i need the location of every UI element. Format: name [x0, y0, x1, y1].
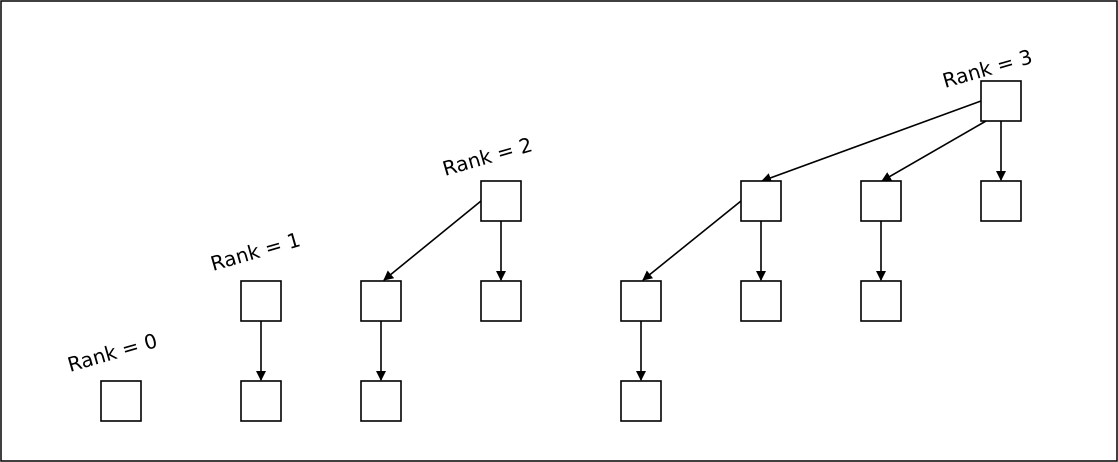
tree-node — [740, 180, 782, 222]
tree-node — [360, 280, 402, 322]
tree-edge — [642, 200, 742, 281]
rank-0-tree — [100, 380, 142, 422]
tree-edge — [881, 120, 987, 182]
tree-node — [480, 280, 522, 322]
tree-node — [860, 280, 902, 322]
tree-node — [620, 380, 662, 422]
tree-node — [240, 380, 282, 422]
tree-node — [620, 280, 662, 322]
tree-node-root — [480, 180, 522, 222]
tree-node — [980, 180, 1022, 222]
tree-node — [860, 180, 902, 222]
tree-edge — [761, 100, 982, 183]
tree-node-root — [240, 280, 282, 322]
tree-node — [360, 380, 402, 422]
rank-3-tree — [620, 80, 1022, 422]
rank-1-tree — [240, 280, 282, 422]
tree-node-root — [980, 80, 1022, 122]
tree-edge — [383, 200, 482, 281]
tree-node — [100, 380, 142, 422]
tree-node — [740, 280, 782, 322]
rank-2-tree — [360, 180, 522, 422]
